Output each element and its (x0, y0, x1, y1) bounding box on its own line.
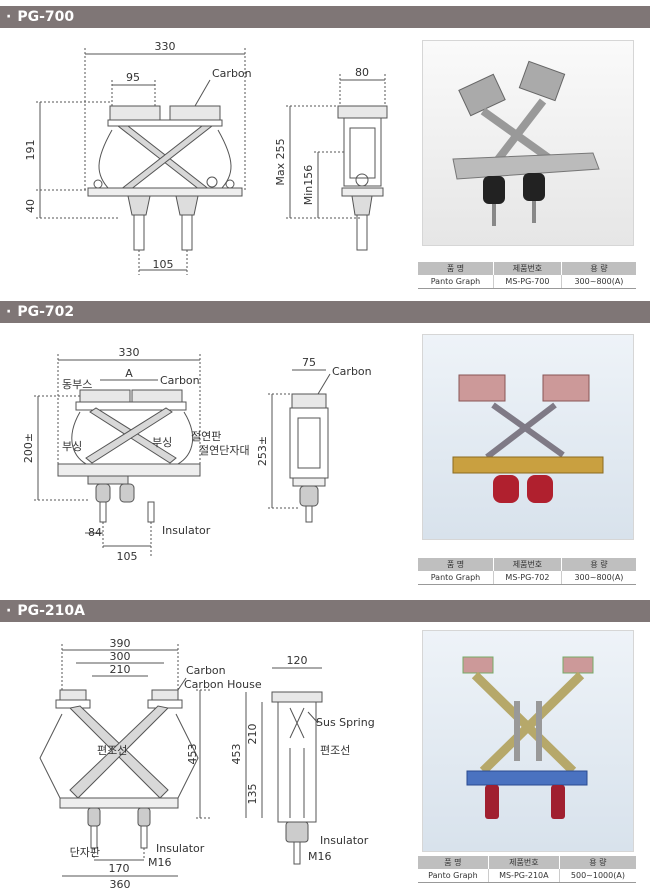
dim-pitch: 105 (117, 550, 138, 563)
dim-170: 170 (109, 862, 130, 875)
label-insulator: Insulator (156, 842, 205, 855)
product-photo-pg702 (422, 334, 634, 540)
col-header: 용 량 (560, 262, 636, 275)
dim-side-width: 120 (287, 654, 308, 667)
spec-table-pg702: 품 명 제품번호 용 량 Panto Graph MS-PG-702 300~8… (418, 558, 636, 585)
dim-pitch: 105 (153, 258, 174, 271)
col-header: 제품번호 (487, 856, 560, 869)
label-side-carbon: Carbon (332, 365, 372, 378)
technical-drawing: 390 300 210 Carbon Carbon House 편조선 453 … (39, 637, 375, 891)
cell-name: Panto Graph (418, 275, 494, 289)
product-photo-pg700 (422, 40, 634, 246)
dim-max: Max 255 (274, 138, 287, 185)
dim-side-width: 80 (355, 66, 369, 79)
label-insulator: Insulator (162, 524, 211, 537)
bullet-icon: · (6, 304, 12, 320)
col-header: 용 량 (560, 558, 636, 571)
section-title: PG-210A (17, 603, 85, 619)
label-terminal-plate: 단자판 (70, 846, 100, 859)
dim-total: 330 (155, 40, 176, 53)
section-title: PG-700 (17, 9, 75, 25)
spec-table-pg210a: 품 명 제품번호 용 량 Panto Graph MS-PG-210A 500~… (418, 856, 636, 883)
cell-capacity: 300~800(A) (560, 571, 636, 585)
label-side-m16: M16 (308, 850, 332, 863)
bullet-icon: · (6, 603, 12, 619)
section-header-pg210a: · PG-210A (0, 600, 650, 622)
dim-210: 210 (110, 663, 131, 676)
label-braid: 편조선 (97, 744, 127, 757)
label-m16: M16 (148, 856, 172, 869)
dim-side-height: 253± (256, 436, 269, 466)
dim-side-width: 75 (302, 356, 316, 369)
drawing-pg702: 330 A Carbon 동부스 부싱 부싱 절연판 절연단자대 200± 84… (0, 328, 410, 598)
label-carbon: Carbon (186, 664, 226, 677)
label-bushing-right: 부싱 (152, 436, 172, 449)
cell-name: Panto Graph (418, 571, 494, 585)
label-bush: 동부스 (62, 378, 92, 391)
label-bushing-left: 부싱 (62, 440, 82, 453)
col-header: 품 명 (418, 558, 494, 571)
dim-height: 453 (186, 744, 199, 765)
dim-360: 360 (110, 878, 131, 891)
label-carbon-house: Carbon House (184, 678, 262, 691)
dim-side-453: 453 (230, 744, 243, 765)
col-header: 제품번호 (492, 558, 562, 571)
label-sus-spring: Sus Spring (316, 716, 375, 729)
cell-model: MS-PG-700 (492, 275, 562, 289)
cell-model: MS-PG-210A (487, 869, 560, 883)
technical-drawing: 330 A Carbon 동부스 부싱 부싱 절연판 절연단자대 200± 84… (22, 346, 372, 563)
dim-side-210: 210 (246, 724, 259, 745)
label-insulation-terminal: 절연단자대 (199, 444, 250, 457)
cell-capacity: 500~1000(A) (558, 869, 636, 883)
section-header-pg702: · PG-702 (0, 301, 650, 323)
cell-name: Panto Graph (418, 869, 489, 883)
technical-drawing: 330 95 Carbon 191 40 105 80 Max 255 Min1… (24, 40, 388, 275)
dim-pair: 95 (126, 71, 140, 84)
label-insulation-plate: 절연판 (191, 430, 221, 443)
label-side-insulator: Insulator (320, 834, 369, 847)
dim-300: 300 (110, 650, 131, 663)
drawing-pg210a: 390 300 210 Carbon Carbon House 편조선 453 … (0, 628, 410, 894)
label-side-braid: 편조선 (320, 744, 350, 757)
dim-height: 191 (24, 140, 37, 161)
section-header-pg700: · PG-700 (0, 6, 650, 28)
cell-model: MS-PG-702 (492, 571, 562, 585)
spec-table-pg700: 품 명 제품번호 용 량 Panto Graph MS-PG-700 300~8… (418, 262, 636, 289)
dim-390: 390 (110, 637, 131, 650)
label-carbon: Carbon (212, 67, 252, 80)
col-header: 품 명 (418, 856, 489, 869)
cell-capacity: 300~800(A) (560, 275, 636, 289)
section-title: PG-702 (17, 304, 75, 320)
col-header: 용 량 (558, 856, 636, 869)
dim-base: 40 (24, 199, 37, 213)
col-header: 제품번호 (492, 262, 562, 275)
bullet-icon: · (6, 9, 12, 25)
dim-total: 330 (119, 346, 140, 359)
dim-min: Min156 (302, 165, 315, 206)
dim-side-135: 135 (246, 784, 259, 805)
dim-height: 200± (22, 433, 35, 463)
dim-pitch-inner: 84 (88, 526, 102, 539)
dim-a: A (125, 367, 133, 380)
drawing-pg700: 330 95 Carbon 191 40 105 80 Max 255 Min1… (0, 30, 410, 290)
product-photo-pg210a (422, 630, 634, 852)
label-carbon: Carbon (160, 374, 200, 387)
col-header: 품 명 (418, 262, 494, 275)
